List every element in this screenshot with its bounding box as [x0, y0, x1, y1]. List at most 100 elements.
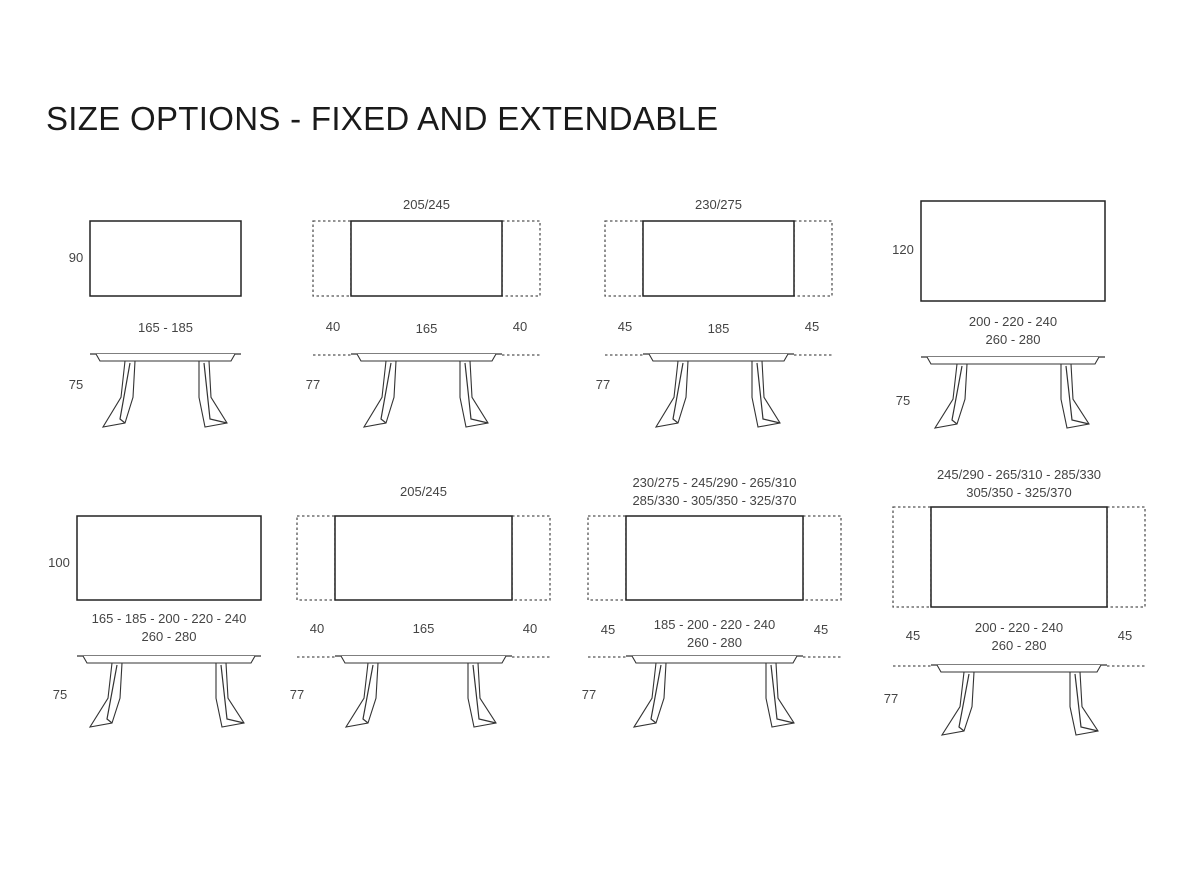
extension-leaf-right: [511, 515, 551, 601]
extension-size-label-left: 45: [618, 319, 632, 334]
depth-label: 90: [69, 250, 83, 265]
table-leg-left: [88, 662, 123, 728]
table-leg-right: [765, 662, 795, 728]
table-leg-left-facet: [951, 365, 963, 425]
extension-size-label-left: 45: [906, 628, 920, 643]
extended-length-label: 205/245: [400, 484, 447, 499]
table-option-2: 205/245 165 40 40 77: [306, 197, 541, 428]
table-leg-right: [1069, 671, 1099, 736]
extension-size-label-left: 40: [310, 621, 324, 636]
table-leg-left-facet: [106, 664, 118, 724]
table-leg-right-facet: [770, 664, 795, 724]
table-leg-left: [933, 363, 968, 429]
table-option-5: 100 165 - 185 - 200 - 220 - 240 260 - 280 7…: [48, 515, 262, 728]
table-leg-right-facet: [756, 362, 781, 424]
table-top-plan: [334, 515, 513, 601]
table-leg-left-facet: [362, 664, 374, 724]
table-top-plan: [625, 515, 804, 601]
width-label: 260 - 280: [142, 629, 197, 644]
table-leg-right: [459, 360, 489, 428]
table-leg-left: [654, 360, 689, 428]
extension-size-label-right: 45: [1118, 628, 1132, 643]
table-top-plan: [920, 200, 1106, 302]
extension-size-label-left: 40: [326, 319, 340, 334]
page-title: SIZE OPTIONS - FIXED AND EXTENDABLE: [46, 100, 719, 137]
side-view-apron: [82, 655, 256, 664]
table-leg-right-facet: [203, 362, 228, 424]
extension-leaf-right: [1106, 506, 1146, 608]
width-label: 165 - 185: [138, 320, 193, 335]
table-leg-left-facet: [958, 673, 970, 732]
table-top-plan: [930, 506, 1108, 608]
extension-leaf-left: [587, 515, 627, 601]
extended-length-label: 285/330 - 305/350 - 325/370: [632, 493, 796, 508]
extension-size-label-left: 45: [601, 622, 615, 637]
table-height-label: 77: [306, 377, 320, 392]
table-top-plan: [642, 220, 795, 297]
table-leg-left-facet: [119, 362, 131, 424]
table-leg-right: [467, 662, 497, 728]
side-view-apron: [926, 356, 1100, 365]
extension-leaf-left: [312, 220, 352, 297]
width-label: 185 - 200 - 220 - 240: [654, 617, 775, 632]
extended-length-label: 245/290 - 265/310 - 285/330: [937, 467, 1101, 482]
extension-leaf-left: [892, 506, 932, 608]
extended-length-label: 305/350 - 325/370: [966, 485, 1072, 500]
width-label: 260 - 280: [687, 635, 742, 650]
table-leg-right: [1060, 363, 1090, 429]
depth-label: 120: [892, 242, 914, 257]
table-leg-right-facet: [1065, 365, 1090, 425]
table-leg-right: [215, 662, 245, 728]
extension-size-label-right: 40: [523, 621, 537, 636]
width-label: 165 - 185 - 200 - 220 - 240: [92, 611, 247, 626]
table-height-label: 75: [896, 393, 910, 408]
width-label: 200 - 220 - 240: [969, 314, 1057, 329]
table-leg-left: [632, 662, 667, 728]
table-leg-right-facet: [1074, 673, 1099, 732]
table-leg-left: [344, 662, 379, 728]
table-top-plan: [350, 220, 503, 297]
extended-length-label: 230/275 - 245/290 - 265/310: [632, 475, 796, 490]
depth-label: 100: [48, 555, 70, 570]
width-label: 200 - 220 - 240: [975, 620, 1063, 635]
extension-leaf-right: [501, 220, 541, 297]
extension-leaf-right: [802, 515, 842, 601]
width-label: 165: [416, 321, 438, 336]
side-view-apron: [95, 353, 236, 362]
width-label: 165: [413, 621, 435, 636]
table-option-6: 205/245 165 40 40 77: [290, 484, 551, 728]
extension-leaf-right: [793, 220, 833, 297]
side-view-apron: [356, 353, 497, 362]
table-height-label: 77: [290, 687, 304, 702]
extension-size-label-right: 40: [513, 319, 527, 334]
width-label: 260 - 280: [992, 638, 1047, 653]
side-view-apron: [648, 353, 789, 362]
side-view-apron: [936, 664, 1102, 673]
table-leg-right: [751, 360, 781, 428]
table-leg-left: [362, 360, 397, 428]
table-option-1: 90 165 - 185 75: [69, 220, 242, 428]
table-height-label: 77: [884, 691, 898, 706]
table-height-label: 77: [596, 377, 610, 392]
table-option-4: 120 200 - 220 - 240 260 - 280 75: [892, 200, 1106, 429]
side-view-apron: [631, 655, 798, 664]
table-option-8: 245/290 - 265/310 - 285/330 305/350 - 325…: [884, 467, 1146, 736]
table-leg-right-facet: [220, 664, 245, 724]
extension-size-label-right: 45: [814, 622, 828, 637]
table-height-label: 77: [582, 687, 596, 702]
extension-leaf-left: [604, 220, 644, 297]
table-leg-left-facet: [380, 362, 392, 424]
table-leg-left-facet: [672, 362, 684, 424]
extended-length-label: 230/275: [695, 197, 742, 212]
table-leg-left: [940, 671, 975, 736]
table-height-label: 75: [69, 377, 83, 392]
table-leg-right: [198, 360, 228, 428]
extended-length-label: 205/245: [403, 197, 450, 212]
width-label: 260 - 280: [986, 332, 1041, 347]
table-height-label: 75: [53, 687, 67, 702]
extension-leaf-left: [296, 515, 336, 601]
table-top-plan: [76, 515, 262, 601]
extension-size-label-right: 45: [805, 319, 819, 334]
